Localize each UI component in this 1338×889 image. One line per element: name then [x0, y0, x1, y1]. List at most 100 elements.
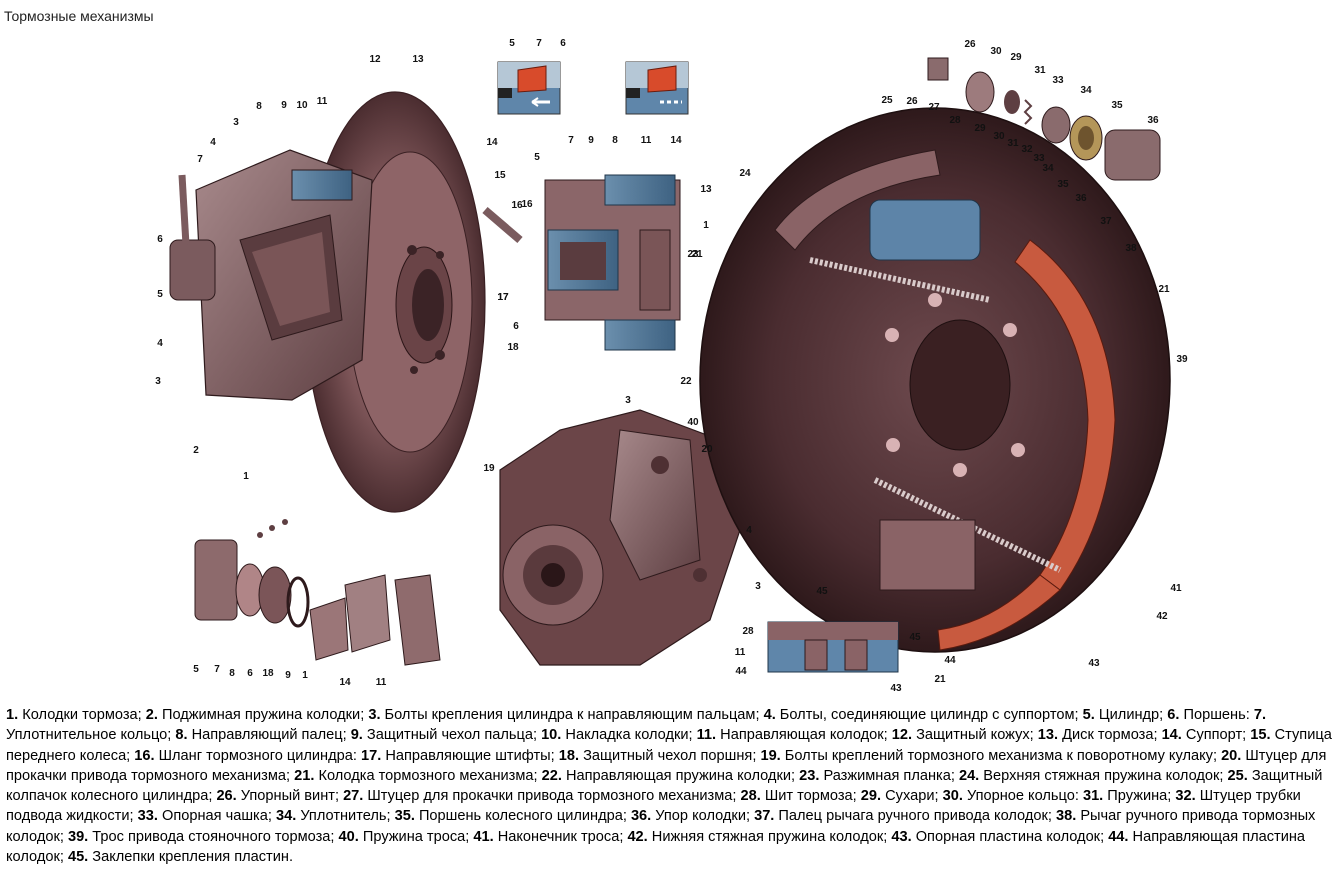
legend-text: Направляющие штифты;: [381, 747, 559, 764]
callout-caliper-16: 16: [521, 199, 533, 210]
callout-drum-22: 22: [680, 376, 692, 387]
callout-exploded-11: 11: [376, 677, 387, 688]
legend-text: Опорная пластина колодок;: [911, 828, 1109, 845]
callout-disc-16: 16: [511, 200, 523, 211]
callout-disc-17: 17: [497, 292, 509, 303]
legend-text: Защитный чехол поршня;: [579, 747, 761, 764]
legend-text: Опорная чашка;: [157, 808, 276, 825]
callout-disc-11: 11: [317, 96, 328, 107]
callout-drum-35: 35: [1057, 179, 1069, 190]
piston-seal-inset-right: [625, 61, 689, 115]
callout-exploded-18: 18: [262, 668, 274, 679]
legend-text: Пружина;: [1103, 788, 1176, 805]
callout-plate-45: 45: [816, 586, 828, 597]
callout-exploded-7: 7: [214, 664, 220, 675]
legend-number: 42.: [627, 828, 648, 845]
legend-number: 6.: [1167, 707, 1180, 723]
callout-drum-21: 21: [691, 249, 703, 260]
legend-number: 40.: [338, 828, 359, 845]
legend-text: Рычаг ручного привода тормозных колодок;: [6, 808, 1316, 845]
caliper-cross-section: [482, 174, 681, 351]
legend-text: Штуцер трубки подвода жидкости;: [6, 788, 1301, 825]
legend-text: Болты крепления цилиндра к направляющим …: [380, 707, 764, 723]
legend-number: 5.: [1082, 707, 1095, 723]
legend-number: 25.: [1227, 767, 1248, 784]
legend-text: Упор колодки;: [651, 808, 755, 825]
legend-number: 16.: [134, 747, 155, 764]
callout-drum-43: 43: [1088, 658, 1100, 669]
callout-disc-1: 1: [243, 471, 249, 482]
callout-knuckle-3: 3: [625, 395, 631, 406]
callout-drum-31: 31: [1007, 138, 1019, 149]
legend-number: 2.: [145, 707, 158, 723]
callout-insets_top-5: 5: [509, 38, 515, 49]
legend-number: 30.: [942, 788, 963, 805]
legend-number: 8.: [175, 727, 188, 744]
legend-number: 7.: [1253, 707, 1266, 723]
callout-caliper-6: 6: [513, 321, 519, 332]
callout-caliper-13: 13: [700, 184, 712, 195]
callout-drum-27: 27: [928, 102, 940, 113]
legend-text: Колодка тормозного механизма;: [314, 767, 542, 784]
page-title: Тормозные механизмы: [4, 8, 154, 24]
callout-plate-44: 44: [735, 666, 747, 677]
callout-drum-34: 34: [1042, 163, 1054, 174]
callout-exploded-8: 8: [229, 668, 235, 679]
callout-disc-13: 13: [412, 54, 424, 65]
legend-number: 39.: [67, 828, 89, 845]
legend-text: Заклепки крепления пластин.: [88, 849, 294, 866]
callout-disc-2: 2: [193, 445, 199, 456]
callout-drum-29: 29: [974, 123, 986, 134]
legend-text: Направляющий палец;: [187, 727, 351, 744]
callout-caliper-7: 7: [568, 135, 574, 146]
callout-plate-21: 21: [934, 674, 946, 685]
callout-caliper-23: 23: [687, 249, 699, 260]
legend-text: Трос привода стояночного тормоза;: [88, 828, 339, 845]
legend-number: 28.: [740, 788, 761, 805]
legend-number: 27.: [343, 788, 364, 805]
legend-number: 21.: [294, 767, 315, 784]
callout-disc-8: 8: [256, 101, 262, 112]
callout-disc-3: 3: [155, 376, 161, 387]
plate-inset: [767, 621, 899, 673]
legend-number: 32.: [1175, 788, 1196, 805]
callout-disc-14: 14: [486, 137, 498, 148]
legend-text: Нижняя стяжная пружина колодок;: [647, 828, 892, 845]
callout-knuckle-11: 11: [735, 647, 746, 658]
parts-legend: 1. Колодки тормоза; 2. Поджимная пружина…: [6, 705, 1332, 867]
legend-text: Накладка колодки;: [561, 727, 697, 744]
callout-caliper-9: 9: [588, 135, 594, 146]
callout-drum_parts-29: 29: [1010, 52, 1022, 63]
callout-drum_parts-26: 26: [964, 39, 976, 50]
callout-disc-4: 4: [210, 137, 216, 148]
callout-drum-40: 40: [687, 417, 699, 428]
callout-drum-33: 33: [1033, 153, 1045, 164]
callout-exploded-1: 1: [302, 670, 308, 681]
callout-disc-15: 15: [494, 170, 506, 181]
legend-number: 24.: [958, 767, 980, 784]
callout-caliper-14: 14: [670, 135, 682, 146]
drum-brake-assembly: [699, 107, 1171, 653]
callout-exploded-5: 5: [193, 664, 199, 675]
legend-number: 41.: [473, 828, 494, 845]
callout-drum_parts-31: 31: [1034, 65, 1046, 76]
legend-number: 35.: [394, 808, 415, 825]
callout-drum_parts-34: 34: [1080, 85, 1092, 96]
legend-number: 1.: [6, 707, 19, 723]
callout-plate-43: 43: [890, 683, 902, 694]
callout-knuckle-4: 4: [746, 525, 752, 536]
callout-drum-38: 38: [1125, 243, 1137, 254]
legend-text: Поршень:: [1179, 707, 1254, 723]
callout-caliper-11: 11: [641, 135, 652, 146]
legend-number: 43.: [891, 828, 912, 845]
callout-knuckle-19: 19: [483, 463, 495, 474]
legend-number: 33.: [137, 808, 158, 825]
callout-drum-26: 26: [906, 96, 918, 107]
legend-number: 12.: [891, 727, 913, 744]
callout-drum_parts-33: 33: [1052, 75, 1064, 86]
callout-disc-10: 10: [296, 100, 308, 111]
legend-number: 18.: [558, 747, 580, 764]
callout-drum-28: 28: [949, 115, 961, 126]
legend-number: 45.: [67, 849, 89, 866]
callout-drum-44: 44: [944, 655, 956, 666]
